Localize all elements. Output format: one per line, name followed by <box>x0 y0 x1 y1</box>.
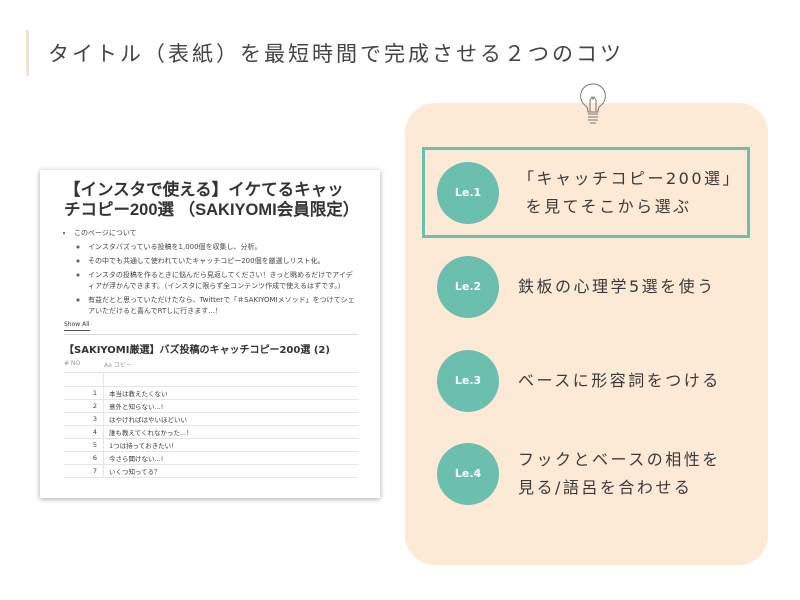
about-bullet: 有益だとと思っていただけたなら、Twitterで「＃SAKIYOMIメソッド」を… <box>88 295 358 317</box>
tip-line-2: 見る/語呂を合わせる <box>518 477 693 497</box>
row-number: 4 <box>64 426 104 438</box>
tip-text: フックとベースの相性を見る/語呂を合わせる <box>518 446 721 502</box>
level-badge: Le.4 <box>437 442 499 505</box>
about-list: このページについて インスタバズっている投稿を1,000個を収集し、分析。 その… <box>64 228 358 317</box>
row-copy: 1つは持っておきたい！ <box>109 442 178 450</box>
tip-line-1: ベースに形容詞をつける <box>518 370 721 390</box>
row-number: 7 <box>64 465 104 477</box>
row-number: 1 <box>64 387 104 399</box>
show-all-label: Show All <box>64 321 90 331</box>
table-header: # NO Aa コピー <box>64 360 358 373</box>
tip-item-4: Le.4 フックとベースの相性を見る/語呂を合わせる <box>422 428 750 519</box>
row-number: 3 <box>64 413 104 425</box>
table-row: 1 本当は教えたくない <box>64 387 358 400</box>
column-no: # NO <box>64 360 81 367</box>
tip-text: 鉄板の心理学5選を使う <box>518 273 716 301</box>
slide-title: タイトル（表紙）を最短時間で完成させる２つのコツ <box>48 42 624 66</box>
table-row: 6 今さら聞けない...! <box>64 452 358 465</box>
table-row: 4 誰も教えてくれなかった...！ <box>64 426 358 439</box>
level-badge: Le.3 <box>437 349 499 412</box>
tip-item-2: Le.2 鉄板の心理学5選を使う <box>422 241 750 332</box>
tip-line-1: フックとベースの相性を <box>518 449 721 469</box>
tip-text: ベースに形容詞をつける <box>518 367 721 395</box>
tip-line-1: 鉄板の心理学5選を使う <box>518 276 716 296</box>
row-copy: はやければはやいほどいい <box>109 416 187 424</box>
table-row: 5 1つは持っておきたい！ <box>64 439 358 452</box>
show-all-tab[interactable]: Show All <box>64 321 358 335</box>
row-copy: 今さら聞けない...! <box>109 455 164 463</box>
column-copy: Aa コピー <box>104 362 132 369</box>
row-number: 6 <box>64 452 104 464</box>
row-number: 5 <box>64 439 104 451</box>
tip-line-2: を見てそこから選ぶ <box>518 196 692 216</box>
table-row: 3 はやければはやいほどいい <box>64 413 358 426</box>
row-copy: 誰も教えてくれなかった...！ <box>109 429 193 437</box>
about-bullet: インスタバズっている投稿を1,000個を収集し、分析。 <box>88 242 358 253</box>
tip-line-1: 「キャッチコピー200選」 <box>518 168 742 188</box>
row-copy: 意外と知らない...! <box>109 403 164 411</box>
lightbulb-icon <box>580 83 606 124</box>
title-accent-bar <box>26 30 29 76</box>
notion-screenshot: 【インスタで使える】イケてるキャッチコピー200選 （SAKIYOMI会員限定）… <box>40 170 380 498</box>
tip-item-1: Le.1 「キャッチコピー200選」 を見てそこから選ぶ <box>422 147 750 238</box>
about-bullet: インスタの投稿を作るときに悩んだら見返してください！きっと眺めるだけでアイディア… <box>88 270 358 292</box>
level-badge: Le.1 <box>437 161 499 224</box>
table-row-empty <box>64 373 358 387</box>
row-copy: いくつ知ってる？ <box>109 468 161 476</box>
row-number: 2 <box>64 400 104 412</box>
table-row: 2 意外と知らない...! <box>64 400 358 413</box>
about-heading: このページについて <box>74 229 137 237</box>
database-title: 【SAKIYOMI厳選】バズ投稿のキャッチコピー200選 (2) <box>64 345 330 356</box>
about-bullet: その中でも共通して使われていたキャッチコピー200個を厳選しリスト化。 <box>88 256 358 267</box>
level-badge: Le.2 <box>437 255 499 318</box>
notion-page-title: 【インスタで使える】イケてるキャッチコピー200選 （SAKIYOMI会員限定） <box>64 181 360 219</box>
tip-item-3: Le.3 ベースに形容詞をつける <box>422 335 750 426</box>
tip-text: 「キャッチコピー200選」 を見てそこから選ぶ <box>518 165 741 221</box>
row-copy: 本当は教えたくない <box>109 390 168 398</box>
table-body: 1 本当は教えたくない 2 意外と知らない...! 3 はやければはやいほどいい 4 誰も教え… <box>64 387 358 478</box>
table-row: 7 いくつ知ってる？ <box>64 465 358 478</box>
